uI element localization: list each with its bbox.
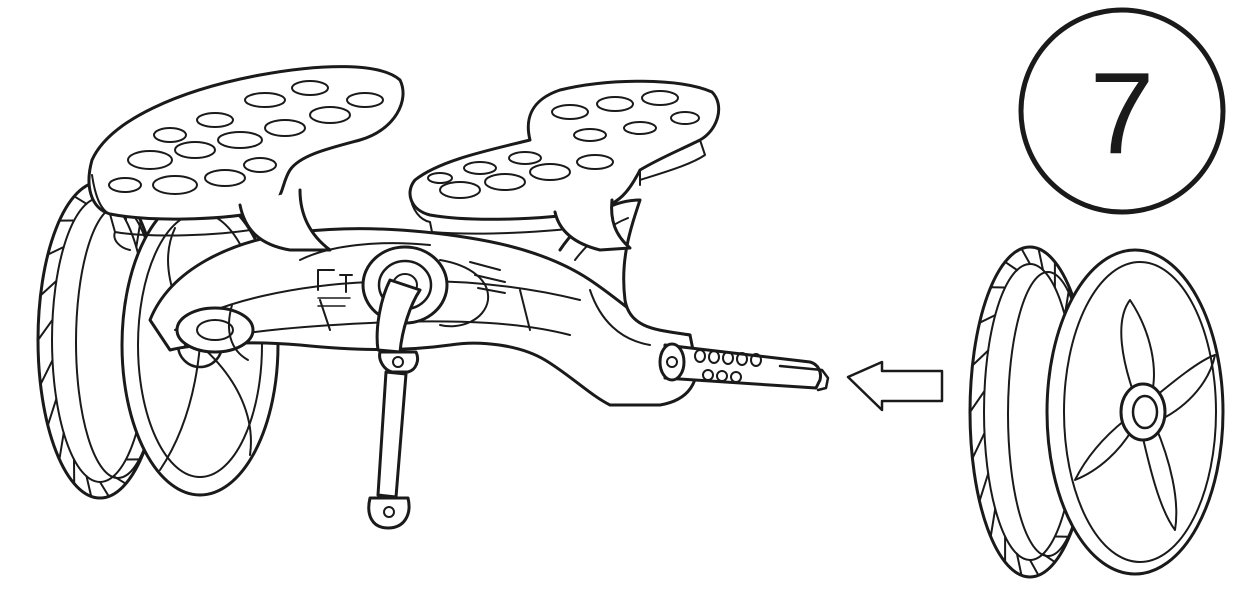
tread-segment [99, 481, 110, 498]
right-cradle-pad [408, 79, 721, 252]
tread-segment [58, 432, 65, 461]
tread-segment [46, 246, 65, 256]
tread-segment [969, 389, 986, 413]
front-axle [658, 342, 830, 392]
tread-segment [971, 432, 986, 460]
tread-segment [1037, 247, 1044, 271]
right-pad-holes [427, 90, 700, 199]
kickstand [367, 278, 422, 530]
tread-segment [85, 475, 93, 498]
frame-markings [228, 269, 353, 361]
wheel-spokes [1074, 299, 1216, 531]
step-circle [1018, 7, 1226, 215]
kayak-cart-frame-icon [36, 65, 830, 530]
tread-segment [39, 359, 54, 386]
axle-pin-holes [694, 349, 762, 383]
tread-segment [112, 475, 127, 485]
arrow-left-icon [846, 360, 944, 412]
tread-segment [1020, 247, 1031, 265]
tread-segment [37, 318, 54, 341]
left-pad-holes [108, 80, 384, 195]
tread-segment [1016, 553, 1023, 577]
tread-segment [978, 472, 990, 503]
tread-segment [1042, 553, 1056, 564]
wheel-icon [968, 245, 1225, 579]
tread-segment [989, 507, 997, 538]
left-cradle-pad [87, 65, 405, 252]
tread-segment [971, 349, 990, 367]
tread-segment [1004, 260, 1018, 271]
tread-segment [1029, 559, 1040, 577]
step-badge: 7 [1018, 7, 1226, 215]
tread-segment [73, 195, 88, 205]
step-number: 7 [1090, 48, 1155, 178]
tread-segment [46, 398, 58, 427]
tread-segment [39, 280, 58, 297]
tread-segment [978, 314, 997, 324]
